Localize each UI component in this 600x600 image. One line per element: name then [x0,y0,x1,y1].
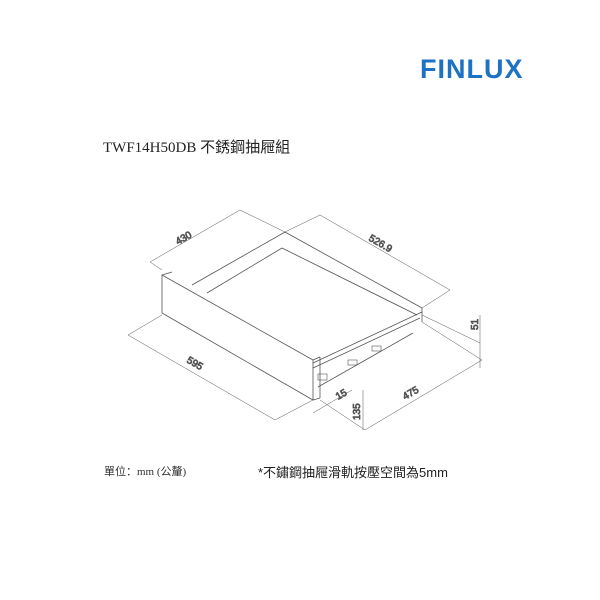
dim-595: 595 [185,355,205,373]
dimension-lines [127,209,483,431]
note-text: *不鏽鋼抽屜滑軌按壓空間為5mm [258,465,448,480]
dim-15: 15 [334,387,350,402]
dim-526-9: 526.9 [367,233,395,255]
dim-135: 135 [352,403,363,420]
dim-51: 51 [470,318,481,330]
product-title: TWF14H50DB 不銹鋼抽屜組 [103,140,291,156]
drawer-outline [161,231,423,401]
finlux-logo: FINLUX [420,54,524,84]
dim-475: 475 [401,385,421,403]
unit-label: 單位：mm (公釐) [104,466,187,478]
dim-430: 430 [174,230,194,248]
